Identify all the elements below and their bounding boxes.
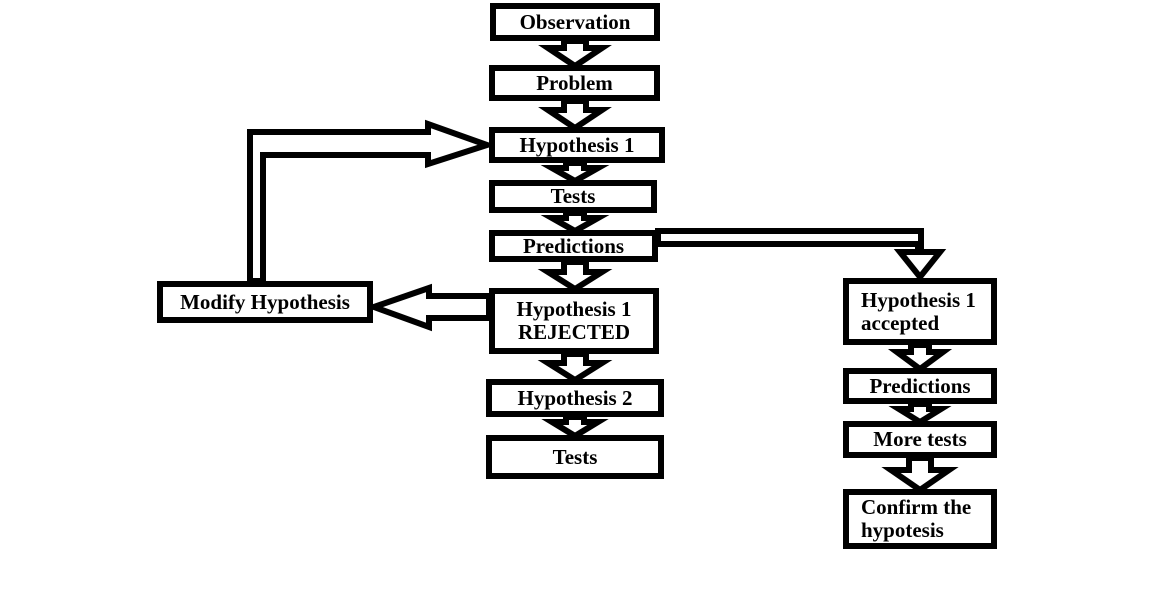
arrow-observation-to-problem: [538, 38, 612, 70]
arrow-problem-to-hypothesis1: [538, 98, 612, 132]
arrow-moretests-to-confirm: [881, 455, 959, 494]
node-hypothesis-1-label: Hypothesis 1: [519, 132, 635, 157]
arrow-predictions2-to-moretests: [888, 401, 952, 426]
node-confirm-hypotesis[interactable]: Confirm the hypotesis: [843, 489, 997, 549]
node-hypothesis-1[interactable]: Hypothesis 1: [489, 127, 665, 163]
node-modify-hypothesis-label: Modify Hypothesis: [180, 289, 350, 314]
node-modify-hypothesis[interactable]: Modify Hypothesis: [157, 281, 373, 323]
arrow-accepted-to-predictions2: [887, 342, 953, 373]
arrow-predictions1-to-accepted: [655, 228, 947, 282]
arrow-tests1-to-predictions1: [540, 210, 610, 235]
arrow-hypothesis2-to-tests2: [541, 414, 609, 440]
arrow-predictions1-to-rejected: [537, 259, 613, 293]
arrow-modify-to-hypothesis1: [247, 119, 497, 284]
node-problem[interactable]: Problem: [489, 65, 660, 101]
node-observation-label: Observation: [519, 9, 631, 34]
arrow-rejected-to-modify: [365, 283, 492, 332]
node-hypothesis-1-rejected-label: Hypothesis 1 REJECTED: [516, 297, 632, 344]
node-hypothesis-2-label: Hypothesis 2: [517, 385, 633, 410]
arrow-rejected-to-hypothesis2: [537, 351, 613, 384]
node-observation[interactable]: Observation: [490, 3, 660, 41]
node-hypothesis-2[interactable]: Hypothesis 2: [486, 379, 664, 417]
node-tests-2[interactable]: Tests: [486, 435, 664, 479]
node-predictions-2-label: Predictions: [869, 373, 971, 398]
node-predictions-1[interactable]: Predictions: [489, 230, 658, 262]
node-hypothesis-1-accepted[interactable]: Hypothesis 1 accepted: [843, 278, 997, 345]
node-more-tests-label: More tests: [873, 427, 967, 452]
node-hypothesis-1-accepted-label: Hypothesis 1 accepted: [861, 287, 976, 335]
node-hypothesis-1-rejected[interactable]: Hypothesis 1 REJECTED: [489, 288, 659, 354]
node-predictions-2[interactable]: Predictions: [843, 368, 997, 404]
node-tests-1[interactable]: Tests: [489, 180, 657, 213]
node-tests-2-label: Tests: [552, 444, 598, 469]
arrow-hypothesis1-to-tests1: [540, 160, 610, 185]
node-tests-1-label: Tests: [550, 184, 596, 209]
node-confirm-hypotesis-label: Confirm the hypotesis: [861, 495, 972, 542]
node-problem-label: Problem: [536, 70, 613, 95]
node-more-tests[interactable]: More tests: [843, 421, 997, 458]
node-predictions-1-label: Predictions: [522, 233, 625, 258]
